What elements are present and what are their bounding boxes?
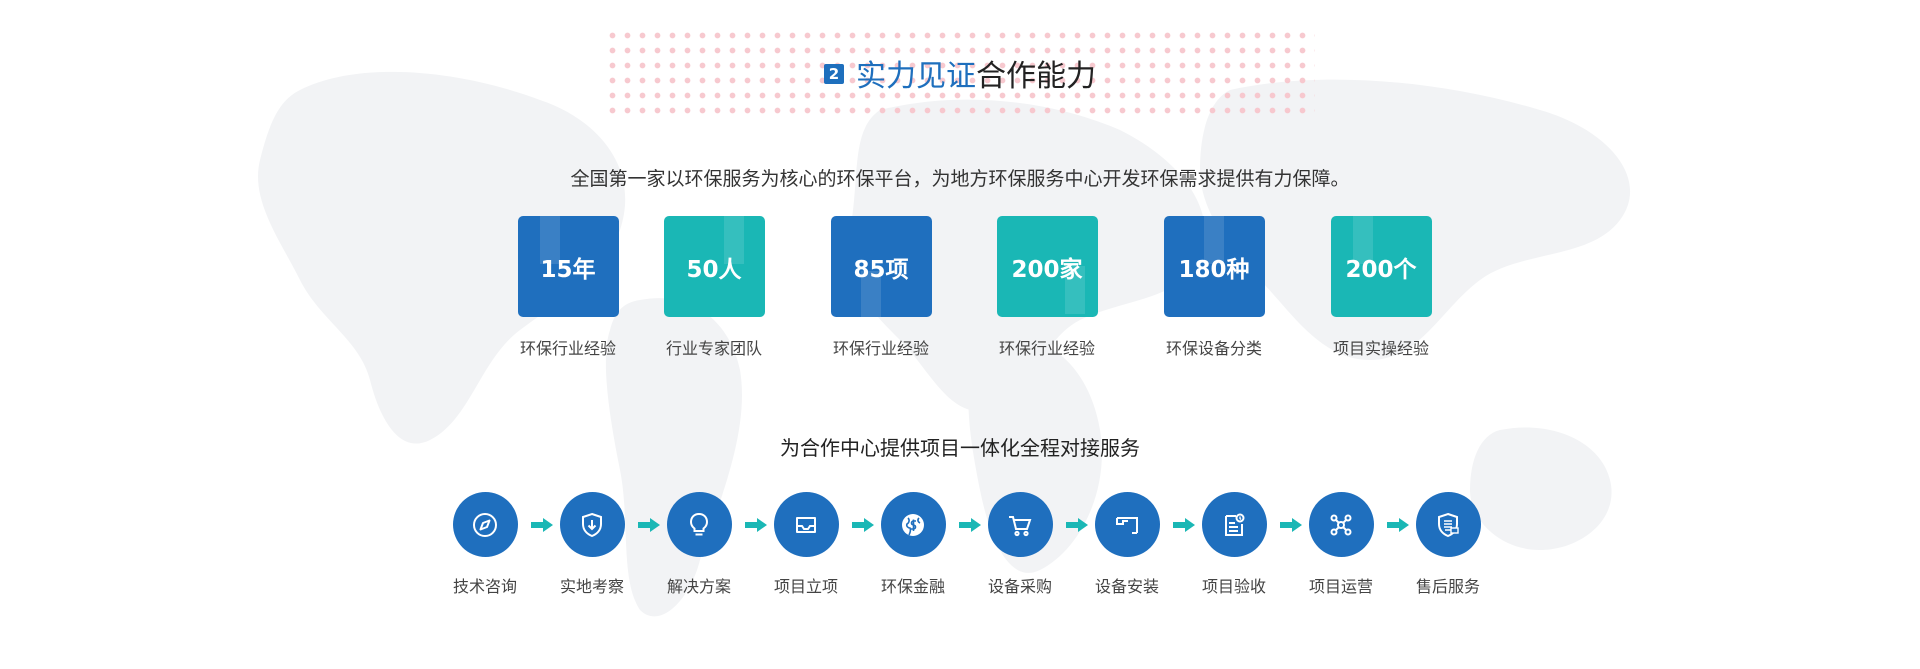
step-label: 环保金融 xyxy=(880,577,945,596)
stat-value: 85项 xyxy=(853,256,909,283)
stat-item: 180种 环保设备分类 xyxy=(1154,216,1274,359)
step-label: 设备安装 xyxy=(1094,577,1159,596)
stat-tile: 85项 xyxy=(830,216,932,317)
step-circle xyxy=(1415,492,1481,557)
stat-item: 85项 环保行业经验 xyxy=(821,216,941,359)
process-step-project-operation: 项目运营 xyxy=(1296,492,1386,597)
stat-value: 50人 xyxy=(686,256,742,283)
process-step-site-inspection: 实地考察 xyxy=(547,492,637,597)
process-step-project-acceptance: 项目验收 xyxy=(1189,492,1279,597)
arrow-right-icon xyxy=(959,518,981,532)
step-circle xyxy=(773,492,839,557)
section-title: 2 实力见证 合作能力 xyxy=(0,50,1920,96)
step-circle xyxy=(1094,492,1160,557)
stat-value: 200家 xyxy=(1011,256,1083,283)
inbox-tray-icon xyxy=(796,516,816,533)
step-label: 设备采购 xyxy=(987,577,1052,596)
step-circle xyxy=(1201,492,1267,557)
install-frame-icon xyxy=(1116,516,1138,534)
arrow-right-icon xyxy=(1173,518,1195,532)
network-nodes-icon xyxy=(1330,514,1352,535)
stat-label: 环保行业经验 xyxy=(519,339,616,358)
title-highlight: 实力见证 xyxy=(856,59,976,94)
arrow-right-icon xyxy=(1066,518,1088,532)
step-label: 实地考察 xyxy=(559,577,624,596)
stat-tile: 50人 xyxy=(663,216,765,317)
process-step-equipment-purchase: 设备采购 xyxy=(975,492,1065,597)
process-title: 为合作中心提供项目一体化全程对接服务 xyxy=(780,436,1140,460)
arrow-right-icon xyxy=(638,518,660,532)
stat-tile: 15年 xyxy=(517,216,619,317)
process-step-technical-consulting: 技术咨询 xyxy=(440,492,530,597)
section-number-badge: 2 xyxy=(824,64,844,84)
stat-label: 环保行业经验 xyxy=(832,339,929,358)
stat-label: 环保行业经验 xyxy=(998,339,1095,358)
step-label: 项目验收 xyxy=(1201,577,1266,596)
step-circle xyxy=(452,492,518,557)
title-rest: 合作能力 xyxy=(976,59,1096,94)
process-step-eco-finance: 环保金融 xyxy=(868,492,958,597)
process-step-after-sales: 售后服务 xyxy=(1403,492,1493,597)
stat-item: 200个 项目实操经验 xyxy=(1321,216,1441,359)
step-label: 项目立项 xyxy=(773,577,838,596)
stat-tile: 180种 xyxy=(1163,216,1265,317)
dot-pattern-decoration xyxy=(605,28,1315,120)
step-circle xyxy=(666,492,732,557)
arrow-right-icon xyxy=(1387,518,1409,532)
step-label: 项目运营 xyxy=(1308,577,1373,596)
stat-value: 180种 xyxy=(1178,256,1250,283)
step-label: 售后服务 xyxy=(1415,577,1480,596)
step-circle xyxy=(880,492,946,557)
stat-tile: 200个 xyxy=(1330,216,1432,317)
process-step-equipment-installation: 设备安装 xyxy=(1082,492,1172,597)
step-label: 解决方案 xyxy=(666,577,731,596)
arrow-right-icon xyxy=(1280,518,1302,532)
step-circle xyxy=(559,492,625,557)
stat-item: 15年 环保行业经验 xyxy=(508,216,628,359)
step-circle xyxy=(987,492,1053,557)
checklist-icon xyxy=(1225,513,1245,536)
stat-item: 50人 行业专家团队 xyxy=(654,216,774,359)
stat-value: 15年 xyxy=(540,256,596,283)
stat-label: 环保设备分类 xyxy=(1165,339,1262,358)
intro-text: 全国第一家以环保服务为核心的环保平台，为地方环保服务中心开发环保需求提供有力保障… xyxy=(570,168,1350,190)
arrow-right-icon xyxy=(531,518,553,532)
step-circle xyxy=(1308,492,1374,557)
arrow-right-icon xyxy=(745,518,767,532)
stat-value: 200个 xyxy=(1345,256,1417,283)
lightbulb-icon xyxy=(689,512,709,535)
arrow-right-icon xyxy=(852,518,874,532)
step-label: 技术咨询 xyxy=(452,577,517,596)
stat-item: 200家 环保行业经验 xyxy=(987,216,1107,359)
process-step-solution: 解决方案 xyxy=(654,492,744,597)
compass-icon xyxy=(473,512,497,537)
stat-label: 行业专家团队 xyxy=(665,339,762,358)
shopping-cart-icon xyxy=(1009,515,1032,536)
stat-label: 项目实操经验 xyxy=(1332,339,1429,358)
process-step-project-approval: 项目立项 xyxy=(761,492,851,597)
shield-download-icon xyxy=(582,512,602,537)
globe-dollar-icon xyxy=(902,513,924,536)
service-badge-icon xyxy=(1438,512,1459,537)
stat-tile: 200家 xyxy=(996,216,1098,317)
